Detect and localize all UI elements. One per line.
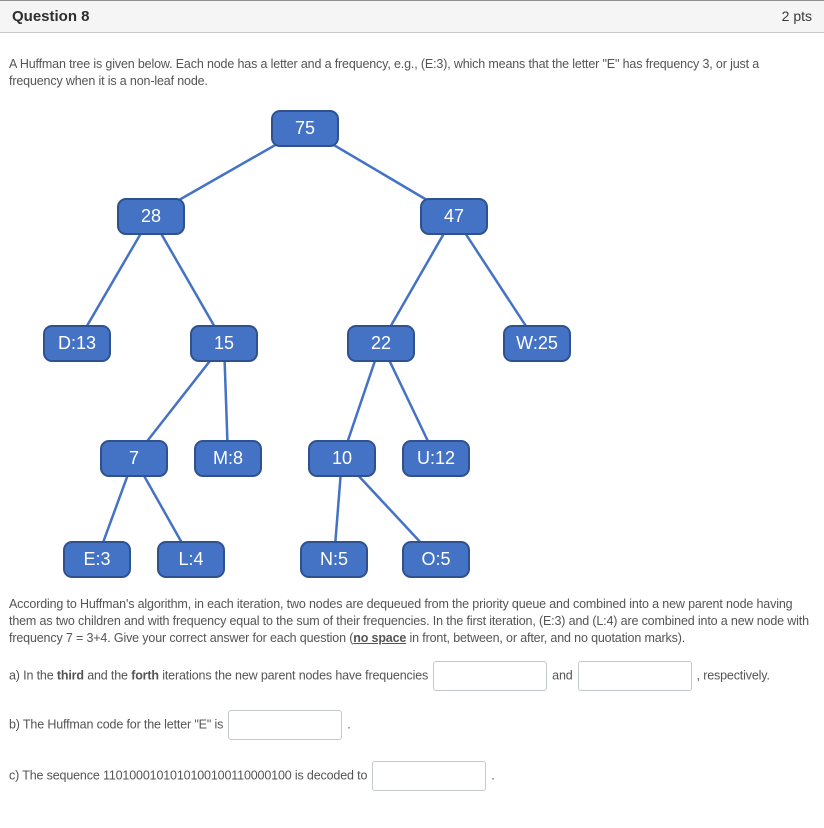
tree-node-U12: U:12: [402, 439, 470, 477]
tree-edge-28-D13: [75, 215, 153, 344]
tree-edge-22-U12: [379, 342, 438, 459]
tree-edge-15-M8: [222, 342, 230, 459]
tree-node-47: 47: [420, 197, 488, 235]
text-segment: in front, between, or after, and no quot…: [406, 631, 686, 645]
text-segment: c) The sequence 110100010101010010011000…: [9, 768, 368, 783]
text-segment: According to Huffman's algorithm, in eac…: [9, 597, 809, 645]
tree-edge-47-W25: [452, 215, 539, 344]
answer-c-input[interactable]: [372, 761, 487, 791]
tree-node-7: 7: [100, 439, 168, 477]
tree-node-28: 28: [117, 197, 185, 235]
tree-node-L4: L:4: [157, 540, 225, 578]
question-c: c) The sequence 110100010101010010011000…: [9, 761, 815, 791]
text-segment: iterations the new parent nodes have fre…: [158, 668, 429, 683]
text-segment: and: [552, 668, 573, 683]
tree-node-75: 75: [271, 109, 339, 147]
tree-edge-47-22: [379, 215, 456, 344]
tree-node-O5: O:5: [402, 540, 470, 578]
question-title: Question 8: [12, 7, 90, 25]
tree-node-E3: E:3: [63, 540, 131, 578]
question-body: A Huffman tree is given below. Each node…: [0, 56, 824, 791]
answer-b-input[interactable]: [228, 710, 343, 740]
question-header: Question 8 2 pts: [0, 0, 824, 33]
text-segment: , respectively.: [696, 668, 770, 683]
text-segment: and the: [83, 668, 132, 683]
answer-a1-input[interactable]: [433, 661, 548, 691]
emphasis-text: forth: [131, 668, 159, 683]
tree-node-N5: N:5: [300, 540, 368, 578]
tree-node-15: 15: [190, 324, 258, 362]
emphasis-text: third: [56, 668, 84, 683]
text-segment: b) The Huffman code for the letter "E" i…: [9, 717, 224, 732]
tree-node-10: 10: [308, 439, 376, 477]
tree-node-M8: M:8: [194, 439, 262, 477]
answer-a2-input[interactable]: [577, 661, 692, 691]
question-points: 2 pts: [781, 8, 812, 24]
tree-node-22: 22: [347, 324, 415, 362]
tree-edge-15-7: [133, 342, 225, 459]
tree-node-W25: W:25: [503, 324, 571, 362]
question-a: a) In the third and the forth iterations…: [9, 661, 815, 691]
text-segment: .: [347, 717, 351, 732]
text-segment: .: [491, 768, 495, 783]
algorithm-paragraph: According to Huffman's algorithm, in eac…: [9, 596, 815, 647]
tree-edge-28-15: [149, 215, 226, 344]
tree-node-D13: D:13: [43, 324, 111, 362]
emphasis-text: no space: [353, 631, 407, 645]
intro-paragraph: A Huffman tree is given below. Each node…: [9, 57, 760, 88]
tree-edge-22-10: [340, 342, 383, 459]
text-segment: a) In the: [9, 668, 57, 683]
question-b: b) The Huffman code for the letter "E" i…: [9, 710, 815, 740]
